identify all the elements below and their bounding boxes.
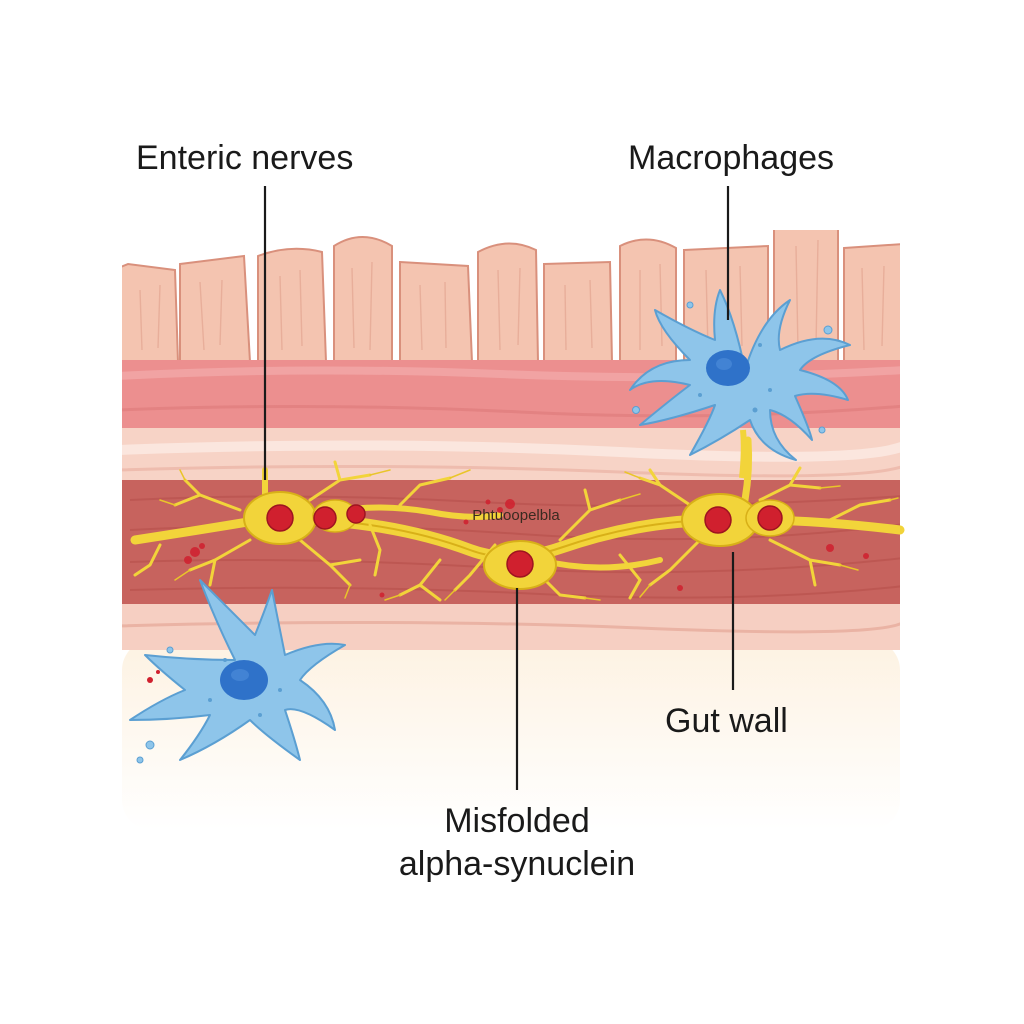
label-misfolded-line2: alpha-synuclein [398,844,636,883]
serosa-layer [122,604,900,650]
garbled-center-text: Phtuoopelbla [472,507,560,524]
label-misfolded-alpha-synuclein: Misfolded alpha-synuclein [372,800,662,885]
villi-icon [122,230,900,363]
enteric-neuron-network [130,436,905,602]
macrophage-icon [629,289,851,479]
label-macrophages: Macrophages [628,139,835,177]
label-misfolded-line1: Misfolded [444,802,590,840]
macrophage-icon [129,579,346,764]
label-enteric-nerves: Enteric nerves [136,139,354,177]
lumen-background [122,640,900,830]
label-gut-wall: Gut wall [665,702,788,740]
leader-lines [263,186,735,790]
alpha-synuclein-aggregate-icon [266,504,783,578]
